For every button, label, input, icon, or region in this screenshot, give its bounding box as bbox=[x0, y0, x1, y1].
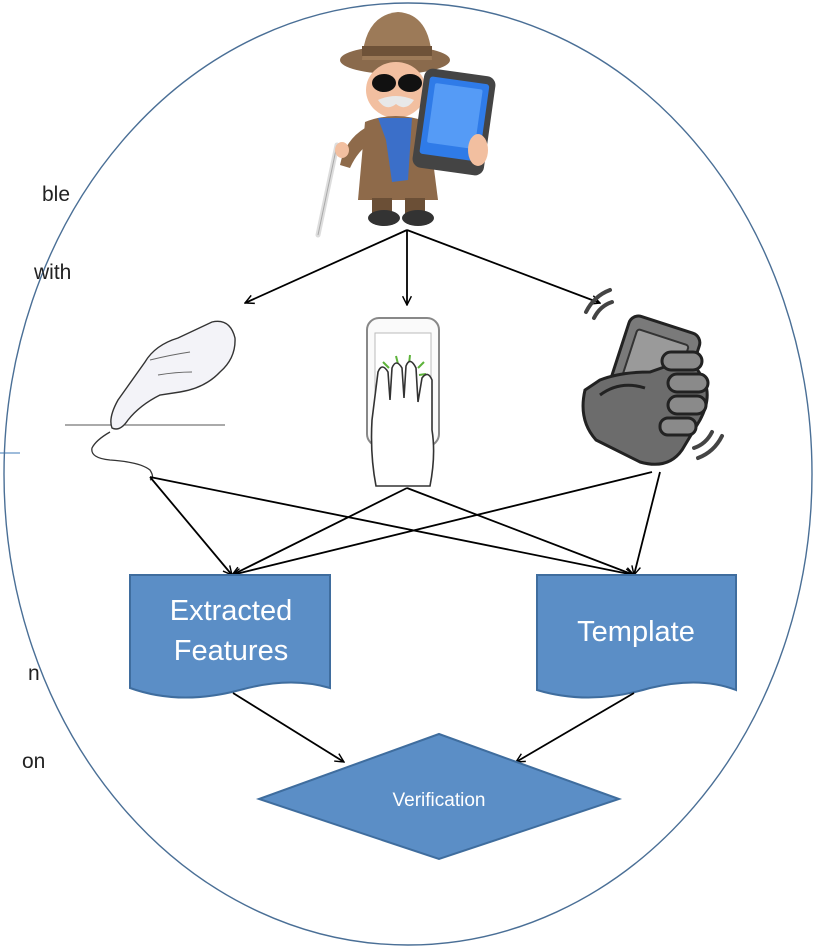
verification-diamond: Verification bbox=[255, 732, 623, 861]
extracted-features-box: Extracted Features bbox=[129, 574, 331, 699]
margin-text-fragment: with bbox=[34, 261, 72, 284]
margin-text-fragment: on bbox=[22, 750, 46, 773]
box-to-verification-arrows bbox=[232, 692, 635, 762]
margin-text-fragment: ble bbox=[42, 183, 71, 206]
template-box: Template bbox=[536, 574, 737, 699]
user-with-phone-icon bbox=[315, 12, 496, 238]
multitouch-phone-icon bbox=[366, 317, 440, 487]
finger-touch-icon bbox=[65, 320, 236, 481]
process-ellipse bbox=[3, 2, 813, 946]
verification-label: Verification bbox=[393, 790, 486, 811]
extracted-features-label-line1: Extracted bbox=[170, 595, 293, 627]
modality-to-box-arrows bbox=[149, 471, 661, 575]
template-label: Template bbox=[577, 616, 695, 648]
extracted-features-label-line2: Features bbox=[174, 635, 288, 667]
user-to-modality-arrows bbox=[245, 229, 600, 305]
margin-text-fragment: n bbox=[28, 662, 40, 685]
shaking-phone-icon bbox=[581, 288, 724, 466]
